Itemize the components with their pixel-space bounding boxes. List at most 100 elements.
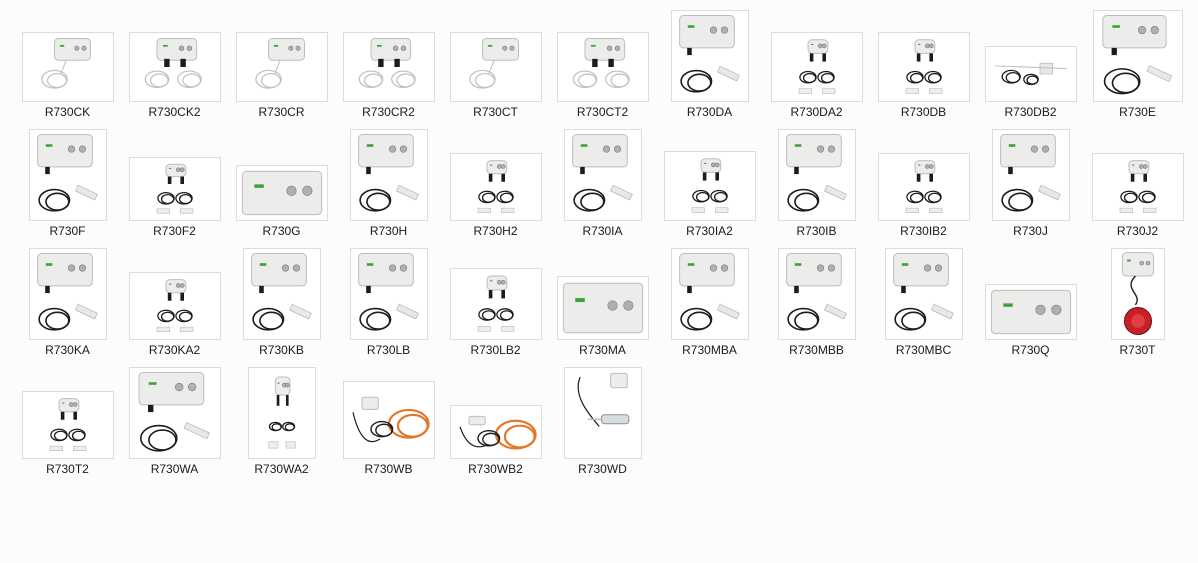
device-two-cable-thumbnail-icon xyxy=(798,39,835,94)
device-two-cable-thumbnail-icon xyxy=(905,39,942,94)
file-item[interactable]: R730Q xyxy=(977,246,1084,365)
file-item[interactable]: R730MBA xyxy=(656,246,763,365)
file-name: R730E xyxy=(1119,105,1156,119)
file-name: R730IA2 xyxy=(686,224,733,238)
file-item[interactable]: R730KA xyxy=(14,246,121,365)
device-two-cable-thumbnail-icon xyxy=(1119,160,1156,213)
thumbnail xyxy=(28,248,107,340)
file-item[interactable]: R730H2 xyxy=(442,127,549,246)
device-orange-cable-thumbnail-icon xyxy=(351,396,430,443)
file-name: R730T xyxy=(1119,343,1156,357)
file-name: R730WA2 xyxy=(254,462,309,476)
file-item[interactable]: R730WA2 xyxy=(228,365,335,484)
thumbnail xyxy=(349,248,428,340)
file-row: R730KA R730KA2 R730KB R730LB R730LB2 R73… xyxy=(14,246,1194,365)
file-item[interactable]: R730DB2 xyxy=(977,8,1084,127)
thumbnail xyxy=(21,391,114,459)
file-name: R730DB2 xyxy=(1004,105,1057,119)
thumbnail xyxy=(877,32,970,102)
file-item[interactable]: R730LB xyxy=(335,246,442,365)
file-item[interactable]: R730MA xyxy=(549,246,656,365)
file-item[interactable]: R730CK xyxy=(14,8,121,127)
file-item[interactable]: R730J xyxy=(977,127,1084,246)
file-name: R730WB2 xyxy=(468,462,523,476)
device-loose-parts-thumbnail-icon xyxy=(994,62,1067,86)
thumbnail xyxy=(556,32,649,102)
file-item[interactable]: R730DA2 xyxy=(763,8,870,127)
file-name: R730IB2 xyxy=(900,224,947,238)
thumbnail xyxy=(984,284,1077,340)
thumbnail xyxy=(247,367,316,459)
thumbnail xyxy=(342,381,435,459)
file-name: R730CK2 xyxy=(148,105,201,119)
file-name: R730CT xyxy=(473,105,518,119)
thumbnail xyxy=(663,151,756,221)
file-name: R730MBA xyxy=(682,343,737,357)
file-item[interactable]: R730G xyxy=(228,127,335,246)
file-item[interactable]: R730H xyxy=(335,127,442,246)
device-two-wire-thumbnail-icon xyxy=(572,37,630,89)
file-item[interactable]: R730IA xyxy=(549,127,656,246)
thumbnail xyxy=(670,10,749,102)
file-item[interactable]: R730T2 xyxy=(14,365,121,484)
file-name: R730J2 xyxy=(1116,224,1159,238)
file-item[interactable]: R730WB2 xyxy=(442,365,549,484)
file-item[interactable]: R730CT2 xyxy=(549,8,656,127)
thumbnail xyxy=(342,32,435,102)
file-item[interactable]: R730T xyxy=(1084,246,1191,365)
device-box-thumbnail-icon xyxy=(241,170,322,216)
file-item[interactable]: R730F2 xyxy=(121,127,228,246)
device-cable-thumbnail-icon xyxy=(250,253,312,331)
file-item[interactable]: R730KB xyxy=(228,246,335,365)
thumbnail xyxy=(563,129,642,221)
file-item[interactable]: R730J2 xyxy=(1084,127,1191,246)
file-name: R730T2 xyxy=(46,462,89,476)
file-item[interactable]: R730WD xyxy=(549,365,656,484)
file-item[interactable]: R730DB xyxy=(870,8,977,127)
file-item[interactable]: R730E xyxy=(1084,8,1191,127)
file-item[interactable]: R730MBC xyxy=(870,246,977,365)
device-cable-thumbnail-icon xyxy=(785,253,847,331)
thumbnail xyxy=(563,367,642,459)
file-item[interactable]: R730IA2 xyxy=(656,127,763,246)
file-item[interactable]: R730CR2 xyxy=(335,8,442,127)
thumbnail xyxy=(884,248,963,340)
thumbnail xyxy=(670,248,749,340)
file-name: R730LB2 xyxy=(470,343,521,357)
device-two-wire-thumbnail-icon xyxy=(144,37,202,89)
thumbnail xyxy=(21,32,114,102)
file-grid: R730CK R730CK2 R730CR R730CR2 R730CT R73… xyxy=(14,8,1194,484)
thumbnail xyxy=(1110,248,1165,340)
thumbnail xyxy=(128,272,221,340)
file-name: R730DA2 xyxy=(790,105,843,119)
thumbnail xyxy=(1092,10,1183,102)
thumbnail xyxy=(349,129,428,221)
file-item[interactable]: R730F xyxy=(14,127,121,246)
file-item[interactable]: R730CR xyxy=(228,8,335,127)
device-two-cable-thumbnail-icon xyxy=(691,158,728,213)
device-two-cable-thumbnail-icon xyxy=(156,163,193,214)
file-item[interactable]: R730CT xyxy=(442,8,549,127)
device-cable-thumbnail-icon xyxy=(357,134,419,212)
thumbnail xyxy=(449,153,542,221)
file-name: R730WA xyxy=(150,462,199,476)
thumbnail xyxy=(877,153,970,221)
file-item[interactable]: R730KA2 xyxy=(121,246,228,365)
file-name: R730MA xyxy=(579,343,626,357)
file-name: R730KA xyxy=(45,343,90,357)
file-name: R730KB xyxy=(259,343,304,357)
file-item[interactable]: R730IB2 xyxy=(870,127,977,246)
thumbnail xyxy=(777,129,856,221)
file-name: R730CR2 xyxy=(362,105,415,119)
thumbnail xyxy=(777,248,856,340)
file-item[interactable]: R730WB xyxy=(335,365,442,484)
file-item[interactable]: R730IB xyxy=(763,127,870,246)
file-item[interactable]: R730LB2 xyxy=(442,246,549,365)
thumbnail xyxy=(235,32,328,102)
file-item[interactable]: R730WA xyxy=(121,365,228,484)
file-item[interactable]: R730MBB xyxy=(763,246,870,365)
thumbnail xyxy=(128,32,221,102)
device-cable-thumbnail-icon xyxy=(1101,15,1172,95)
file-item[interactable]: R730DA xyxy=(656,8,763,127)
file-item[interactable]: R730CK2 xyxy=(121,8,228,127)
